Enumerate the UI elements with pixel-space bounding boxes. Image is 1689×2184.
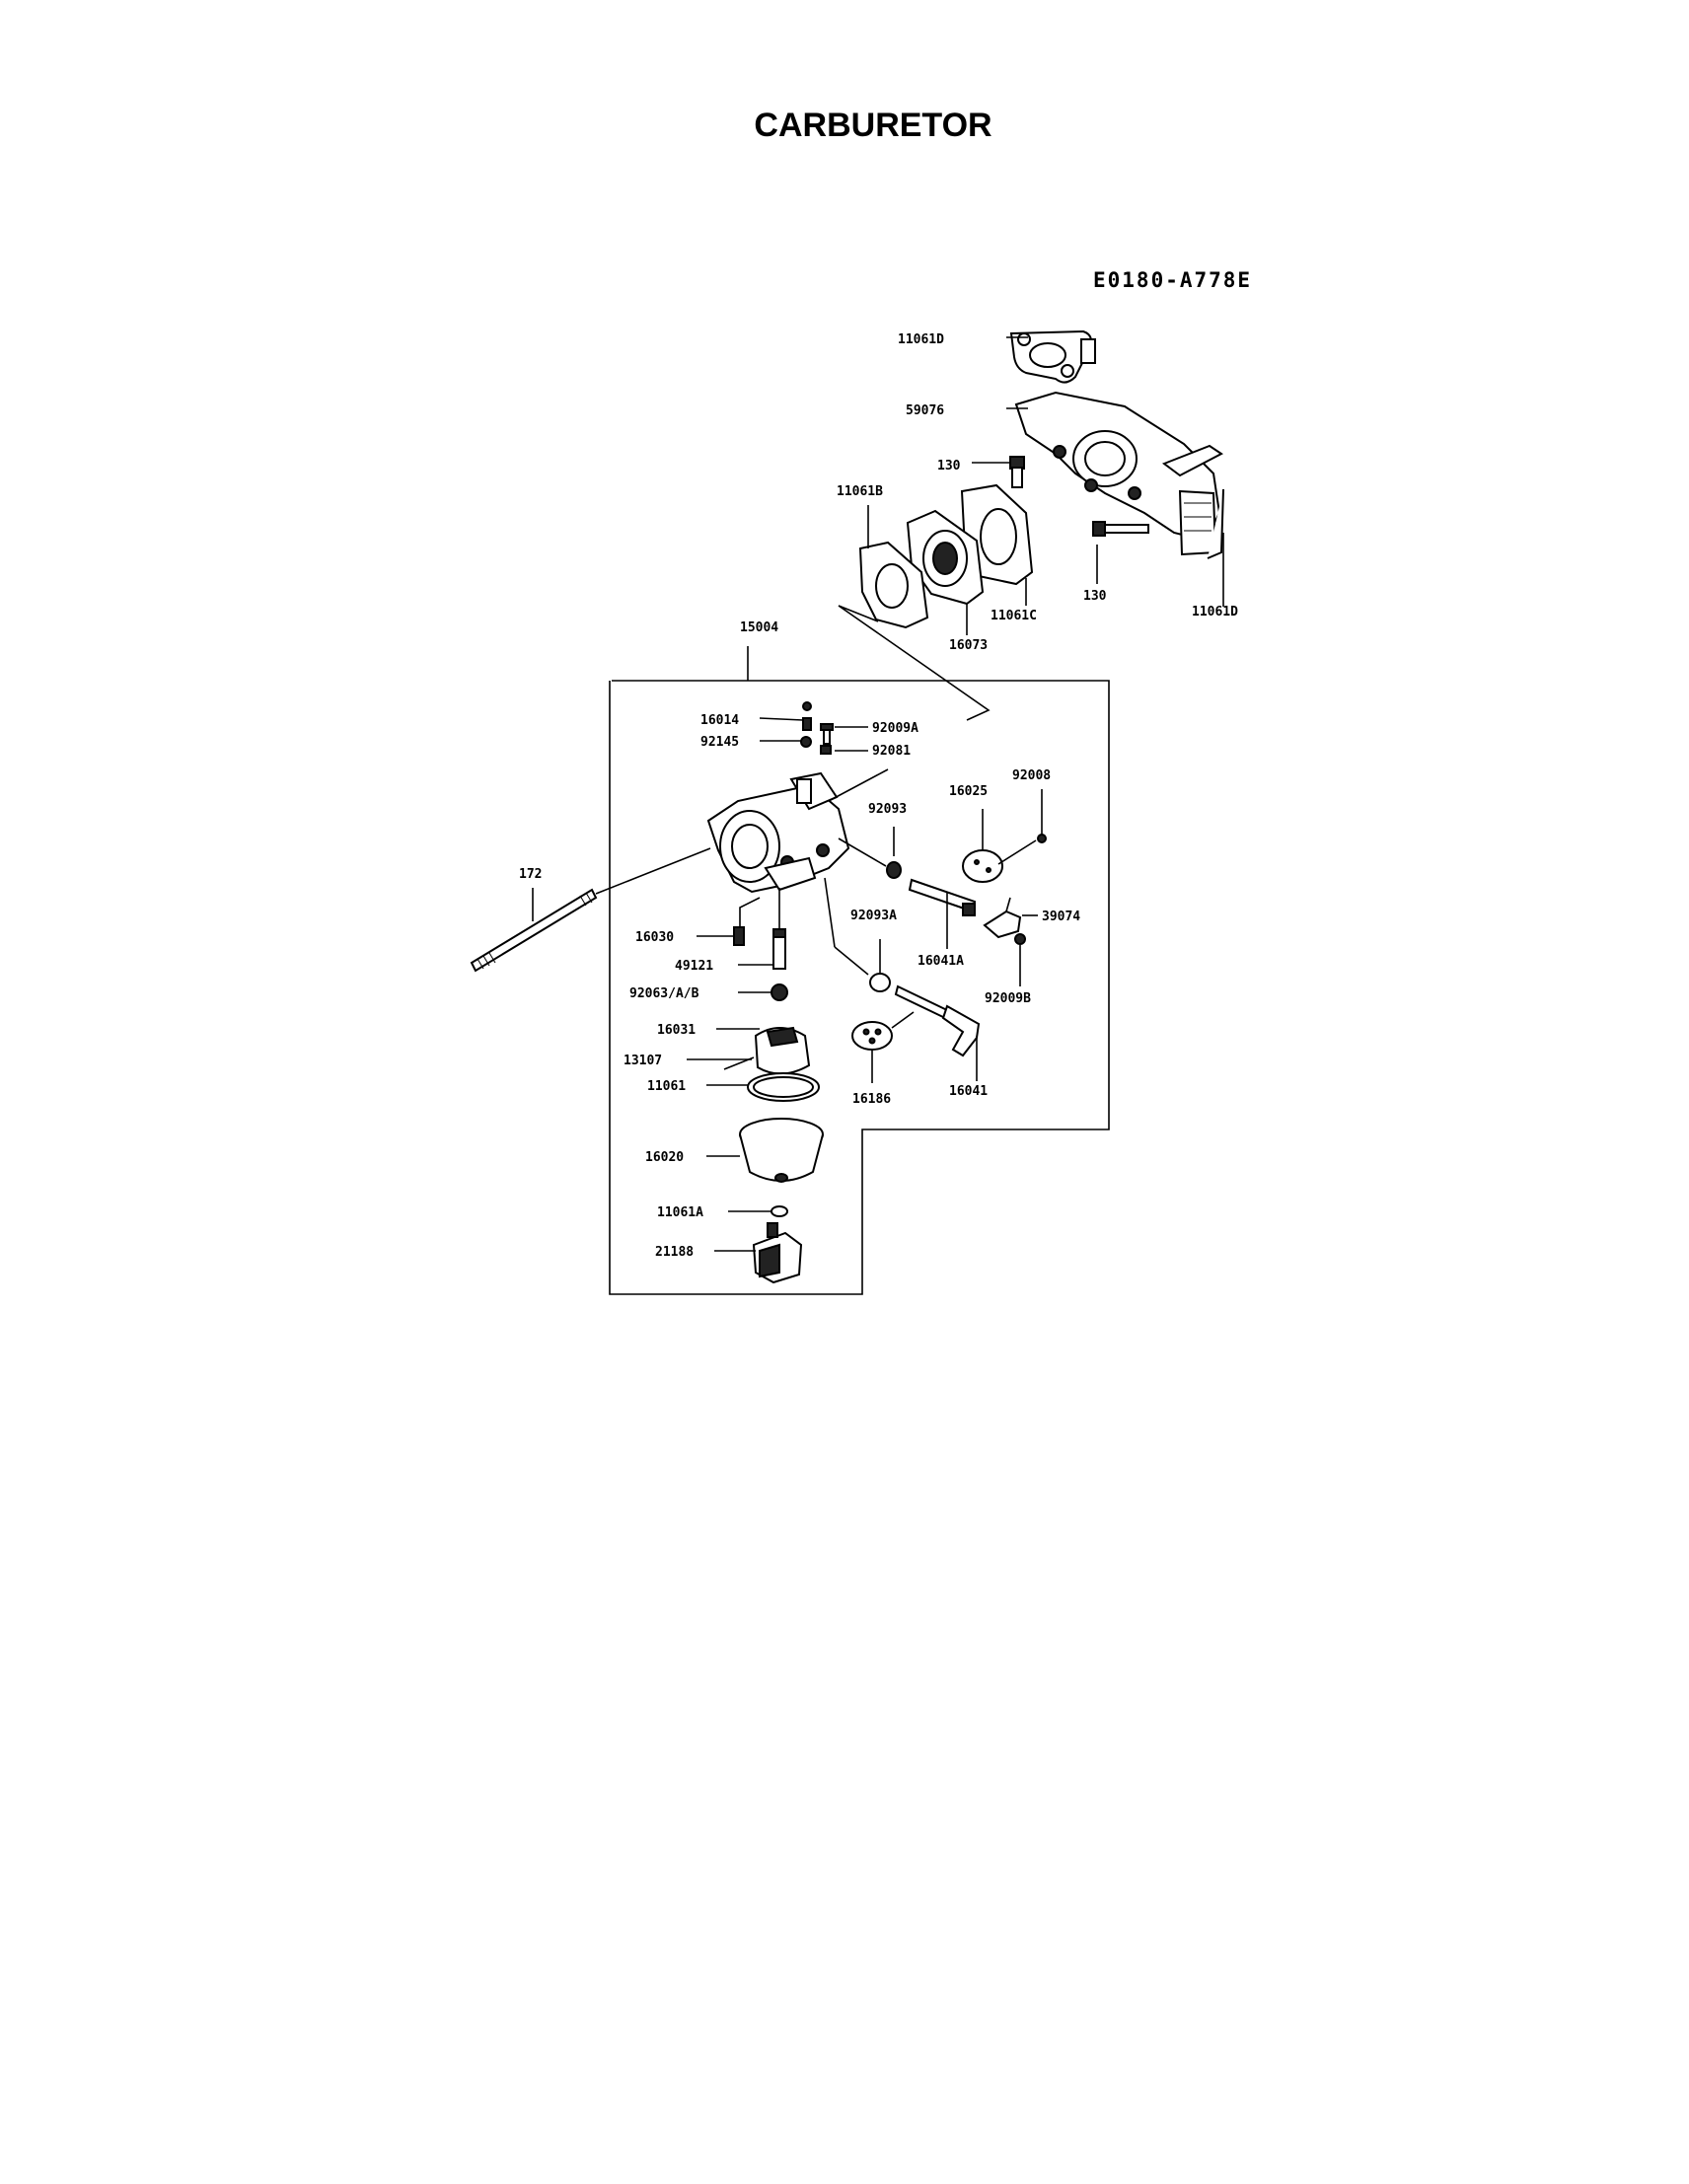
callout-16020: 16020 [645, 1150, 684, 1165]
gasket-11061D-top-part [1009, 329, 1096, 384]
seal-92093-part [886, 861, 902, 879]
callout-11061D-top: 11061D [898, 332, 944, 347]
stud-172-part [470, 888, 598, 973]
callout-92145: 92145 [700, 735, 739, 750]
gasket-11061-part [747, 1072, 820, 1102]
callout-92009B: 92009B [985, 991, 1031, 1006]
choke-valve-16186-part [851, 1021, 893, 1051]
solenoid-21188-part [752, 1222, 803, 1284]
callout-49121: 49121 [675, 959, 713, 974]
screw-16014-part [802, 701, 812, 731]
group-outline-15004 [609, 680, 1110, 1295]
choke-shaft-16041-part [894, 984, 981, 1057]
callout-11061C: 11061C [991, 609, 1037, 623]
bolt-130-a-part [1009, 456, 1025, 488]
diagram-code: E0180-A778E [1093, 268, 1253, 292]
callout-39074: 39074 [1042, 910, 1080, 924]
lever-39074-part [983, 897, 1022, 939]
callout-11061B: 11061B [837, 484, 883, 499]
oring-92081-part [820, 745, 832, 755]
callout-16014: 16014 [700, 713, 739, 728]
callout-16025: 16025 [949, 784, 988, 799]
gasket-11061B-part [858, 541, 929, 629]
main-jet-92063-part [771, 983, 788, 1001]
page-title: CARBURETOR [754, 107, 992, 144]
throttle-shaft-16041A-part [908, 878, 977, 916]
callout-16186: 16186 [852, 1092, 891, 1107]
callout-130-b: 130 [1083, 589, 1107, 604]
screw-92009A-part [820, 723, 834, 745]
callout-16041A: 16041A [918, 954, 964, 969]
insulator-16073-part [906, 509, 985, 606]
callout-130-a: 130 [937, 459, 961, 473]
callout-16030: 16030 [635, 930, 674, 945]
callout-13107: 13107 [624, 1054, 662, 1068]
intake-manifold-59076-part [1014, 391, 1224, 559]
callout-16031: 16031 [657, 1023, 696, 1038]
seal-92093A-part [869, 973, 891, 992]
spring-92145-part [800, 736, 812, 748]
callout-59076: 59076 [906, 403, 944, 418]
callout-92081: 92081 [872, 744, 911, 759]
callout-92009A: 92009A [872, 721, 918, 736]
callout-92093: 92093 [868, 802, 907, 817]
callout-11061A: 11061A [657, 1205, 703, 1220]
callout-92093A: 92093A [850, 909, 897, 923]
callout-92008: 92008 [1012, 768, 1051, 783]
callout-11061D-right: 11061D [1192, 605, 1238, 619]
callout-16073: 16073 [949, 638, 988, 653]
float-chamber-16020-part [739, 1118, 824, 1183]
throttle-valve-16025-part [962, 849, 1003, 883]
float-16031-part [754, 1026, 811, 1075]
carburetor-body-part [706, 771, 850, 894]
callout-172: 172 [519, 867, 542, 882]
callout-11061: 11061 [647, 1079, 686, 1094]
callout-15004: 15004 [740, 620, 778, 635]
bolt-130-b-part [1092, 521, 1149, 537]
nozzle-49121-part [772, 928, 786, 970]
screw-92008-part [997, 834, 1047, 865]
pilot-jet-16030-part [733, 926, 745, 946]
gasket-11061A-part [771, 1205, 788, 1217]
callout-92063-a-b: 92063/A/B [629, 986, 699, 1001]
screw-92009B-part [1014, 933, 1026, 945]
callout-21188: 21188 [655, 1245, 694, 1260]
callout-16041: 16041 [949, 1084, 988, 1099]
